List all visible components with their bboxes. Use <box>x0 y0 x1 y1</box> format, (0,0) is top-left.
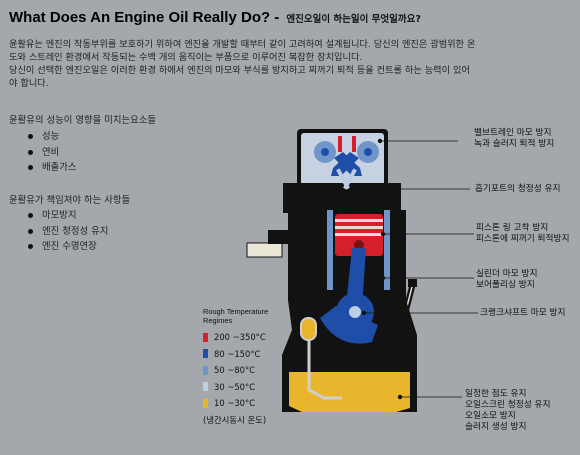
title-korean: 엔진오일이 하는일이 무엇일까요? <box>286 14 421 25</box>
callout-cylinder: 실린더 마모 방지 보어폴리싱 방지 <box>476 269 537 291</box>
responsibilities-list: 마모방지 엔진 청정성 유지 엔진 수명연장 <box>28 208 108 255</box>
legend-label: 80 ~150°C <box>214 348 261 359</box>
page-title: What Does An Engine Oil Really Do? - 엔진오… <box>9 7 421 26</box>
list-item: 엔진 청정성 유지 <box>28 224 108 240</box>
callout-line: 녹과 슬러지 퇴적 방지 <box>474 139 555 149</box>
oil-filler-cap <box>246 230 290 258</box>
crankshaft <box>320 293 378 344</box>
intro-line: 윤활유는 엔진의 작동부위를 보호하기 위하여 엔진을 개발할 때부터 같이 고… <box>9 39 476 50</box>
callout-line: 오일스크린 청정성 유지 <box>465 400 551 410</box>
intro-paragraph: 윤활유는 엔진의 작동부위를 보호하기 위하여 엔진을 개발할 때부터 같이 고… <box>9 38 575 90</box>
callout-valvetrain: 밸브트레인 마모 방지 녹과 슬러지 퇴적 방지 <box>474 128 554 150</box>
callout-line: 보어폴리싱 방지 <box>476 280 535 290</box>
legend-swatch <box>203 349 208 359</box>
legend-label: 30 ~50°C <box>214 381 256 392</box>
list-item: 배출가스 <box>28 160 77 176</box>
callout-line: 흡기포트의 청정성 유지 <box>475 184 561 194</box>
callout-line: 피스톤에 찌꺼기 퇴적방지 <box>476 234 570 244</box>
legend-label: 10 ~30°C <box>214 398 256 409</box>
cylinder-wall-left <box>327 210 333 290</box>
cylinder-wall-right <box>384 210 390 290</box>
callout-line: 일정한 점도 유지 <box>465 389 527 399</box>
legend-label: 50 ~80°C <box>214 365 256 376</box>
callout-oil: 일정한 점도 유지 오일스크린 청정성 유지 오일소모 방지 슬러지 생성 방지 <box>465 389 550 433</box>
intro-line: 야 합니다. <box>9 78 49 89</box>
title-english: What Does An Engine Oil Really Do? - <box>9 9 280 26</box>
oil-pump <box>300 317 317 341</box>
performance-list: 성능 연비 배출가스 <box>28 129 77 176</box>
callout-line: 슬러지 생성 방지 <box>465 422 527 432</box>
callout-piston: 피스톤 링 고착 방지 피스톤에 찌꺼기 퇴적방지 <box>476 223 569 245</box>
callout-line: 밸브트레인 마모 방지 <box>474 128 552 138</box>
oil-pickup-tube <box>307 330 342 400</box>
valvetrain <box>314 136 379 190</box>
legend-swatch <box>203 398 208 408</box>
oil-sump <box>289 372 410 412</box>
performance-heading: 윤활유의 성능이 영향을 미치는요소들 <box>9 115 156 126</box>
callout-leaders <box>361 138 478 400</box>
list-item: 연비 <box>28 145 77 161</box>
legend-swatch <box>203 382 208 392</box>
list-item: 마모방지 <box>28 208 108 224</box>
piston <box>335 214 383 256</box>
responsibilities-heading: 윤활유가 책임져야 하는 사항들 <box>9 195 131 206</box>
connecting-rod <box>346 248 366 308</box>
callout-line: 실린더 마모 방지 <box>476 269 538 279</box>
legend-note: (냉간시동시 온도) <box>203 414 267 425</box>
legend-item: 50 ~80°C <box>203 362 283 379</box>
intro-line: 당신이 선택한 엔진오일은 이러한 환경 하에서 엔진의 마모와 부식를 방지하… <box>9 65 470 76</box>
intro-line: 도와 스트레인 환경에서 작동되는 수백 개의 움직이는 부품으로 이루어진 복… <box>9 52 363 63</box>
legend-item: 30 ~50°C <box>203 379 283 396</box>
legend-swatch <box>203 365 208 375</box>
list-item: 성능 <box>28 129 77 145</box>
callout-intake: 흡기포트의 청정성 유지 <box>475 184 560 195</box>
list-item: 엔진 수명연장 <box>28 239 108 255</box>
temperature-legend: Rough Temperature Regimes 200 ~350°C 80 … <box>203 307 283 426</box>
legend-item: 80 ~150°C <box>203 346 283 363</box>
callout-crankshaft: 크랭크샤프트 마모 방지 <box>480 308 565 319</box>
callout-line: 크랭크샤프트 마모 방지 <box>480 308 566 318</box>
legend-swatch <box>203 332 208 342</box>
legend-item: 10 ~30°C <box>203 395 283 412</box>
legend-label: 200 ~350°C <box>214 332 266 343</box>
callout-line: 피스톤 링 고착 방지 <box>476 223 549 233</box>
callout-line: 오일소모 방지 <box>465 411 516 421</box>
legend-title: Rough Temperature Regimes <box>203 307 269 325</box>
cylinder-head <box>283 183 401 213</box>
legend-item: 200 ~350°C <box>203 329 283 346</box>
